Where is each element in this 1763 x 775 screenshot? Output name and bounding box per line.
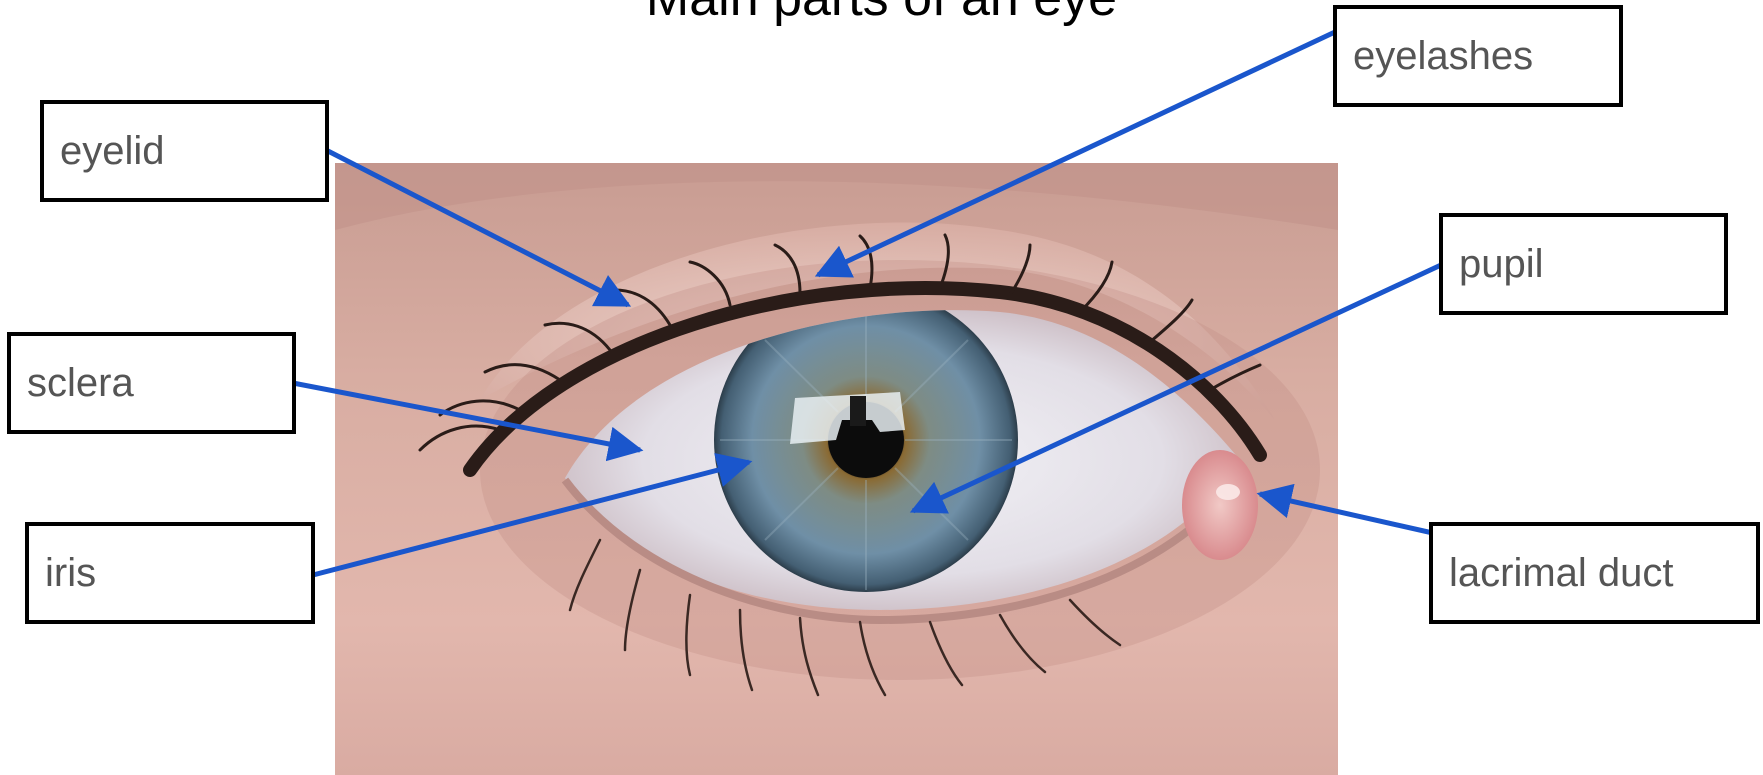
label-eyelid-text: eyelid — [60, 131, 165, 171]
eyelashes-arrow — [818, 24, 1352, 275]
label-eyelashes: eyelashes — [1333, 5, 1623, 107]
label-eyelashes-text: eyelashes — [1353, 36, 1533, 76]
eyelid-arrow — [326, 150, 628, 305]
label-iris: iris — [25, 522, 315, 624]
label-pupil: pupil — [1439, 213, 1728, 315]
iris-arrow — [313, 462, 749, 575]
label-iris-text: iris — [45, 553, 96, 593]
label-lacrimal-duct: lacrimal duct — [1429, 522, 1760, 624]
label-pupil-text: pupil — [1459, 244, 1544, 284]
label-eyelid: eyelid — [40, 100, 329, 202]
lacrimal-duct-arrow — [1260, 494, 1455, 538]
label-lacrimal-duct-text: lacrimal duct — [1449, 553, 1674, 593]
sclera-arrow — [293, 383, 640, 450]
label-sclera-text: sclera — [27, 363, 134, 403]
pupil-arrow — [913, 265, 1441, 511]
label-sclera: sclera — [7, 332, 296, 434]
